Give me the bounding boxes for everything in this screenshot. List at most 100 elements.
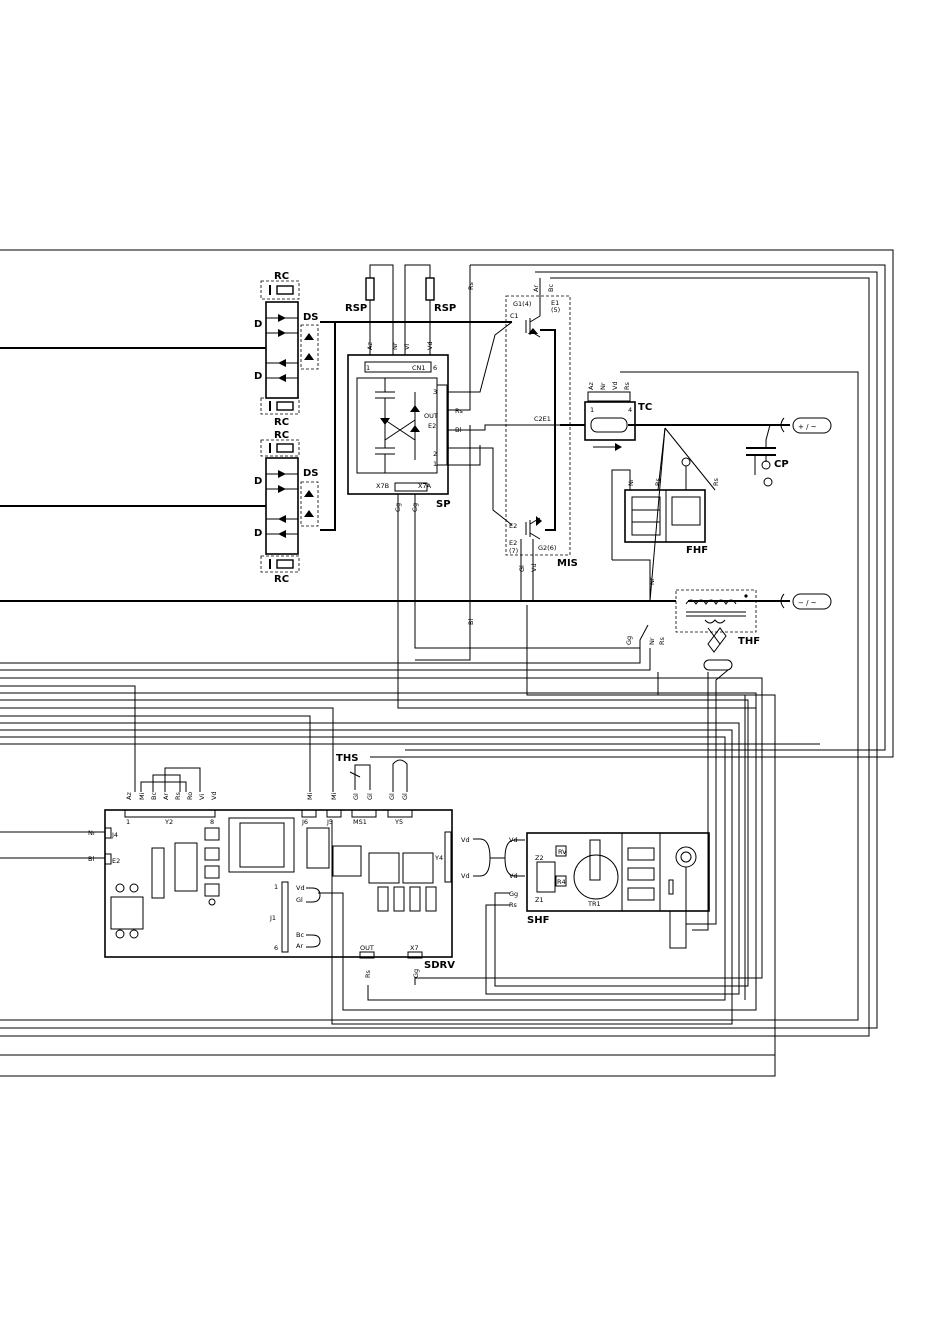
mis-g2: G2(6)	[538, 544, 556, 552]
ms1-gl-1: Gl	[352, 793, 360, 800]
fhf-rs: Rs	[654, 477, 662, 486]
sp-cn1-label: CN1	[412, 364, 426, 372]
j1-gl: Gl	[296, 896, 303, 904]
fhf-label: FHF	[686, 545, 708, 556]
y2-pin8: 8	[210, 818, 214, 826]
e2-label: E2	[112, 857, 120, 865]
d-label-2: D	[254, 371, 262, 382]
sp-pin-3: 3	[433, 388, 437, 396]
sp-pin-vi: Vi	[403, 344, 411, 350]
mis-gl: Gl	[518, 565, 526, 572]
j1-pin6: 6	[274, 944, 278, 952]
sdrv-board: Az Mi Bc Ar Rs Ro Vi Vd 1 Y2 8 Mi J6 Mi …	[88, 759, 525, 978]
y2-pin1: 1	[126, 818, 130, 826]
ds-label-1: DS	[303, 312, 319, 323]
thf-transformer: THF	[675, 589, 760, 671]
sp-cn1-pin6: 6	[433, 364, 437, 372]
e2-bl: Bl	[88, 855, 94, 863]
fhf-filter: Nr Rs Rs FHF	[611, 427, 720, 602]
x7-label: X7	[410, 944, 419, 952]
j5-label: J5	[326, 818, 333, 826]
sp-cn1-pin1: 1	[366, 364, 370, 372]
j1-pin1: 1	[274, 883, 278, 891]
y2-ro: Ro	[186, 792, 194, 800]
ms1-gl-2: Gl	[366, 793, 374, 800]
rc-label-4: RC	[274, 574, 289, 585]
ds-label-2: DS	[303, 468, 319, 479]
y5-gl-2: Gl	[401, 793, 409, 800]
ths-thermostat: THS	[336, 753, 371, 790]
mid-nr-1: Nr	[648, 577, 656, 585]
j1-label: J1	[269, 914, 276, 922]
rsp-label-2: RSP	[434, 303, 456, 314]
sdrv-label: SDRV	[424, 960, 455, 971]
y2-az: Az	[125, 792, 133, 800]
bl-vertical: Bl	[467, 619, 475, 625]
tc-nr: Nr	[599, 382, 607, 390]
shf-board: Vd Vd Gg Rs Z2 Z1 RV R4 TR1 SHF	[509, 669, 729, 949]
sp-pin-out: OUT	[424, 412, 438, 420]
sp-board: 1 CN1 6 Az Nr Vi Vd 3 OUT E2 2 1 Rs Bl	[347, 265, 756, 709]
rc-label-2: RC	[274, 417, 289, 428]
x7-gg: Gg	[412, 969, 420, 978]
mid-nr-2: Nr	[648, 637, 656, 645]
shf-rs: Rs	[509, 901, 518, 909]
mis-c2e1: C2E1	[534, 415, 551, 423]
out-rs: Rs	[364, 969, 372, 978]
d-label-1: D	[254, 319, 262, 330]
y5-gl-1: Gl	[388, 793, 396, 800]
sp-pin-2: 2	[433, 450, 437, 458]
y4-label: Y4	[434, 854, 443, 862]
mis-e2-b: E2	[509, 539, 517, 547]
shf-gg: Gg	[509, 890, 518, 898]
mis-e2-pin: (7)	[509, 547, 518, 555]
harness-wires	[0, 249, 894, 1077]
sp-pin-1: 1	[433, 460, 437, 468]
terminal-minus-label: − / ~	[798, 599, 817, 607]
y2-ar: Ar	[162, 793, 170, 800]
tc-pin4: 4	[628, 406, 632, 414]
j6-mi: Mi	[306, 792, 314, 800]
mis-vd: Vd	[530, 563, 538, 572]
y2-label: Y2	[164, 818, 173, 826]
mis-bc: Bc	[547, 284, 555, 292]
mis-e1: E1	[551, 299, 559, 307]
j4-nr: Nr	[88, 829, 96, 837]
shf-vd-2: Vd	[509, 872, 518, 880]
tc-az: Az	[587, 382, 595, 390]
j1-ar: Ar	[296, 942, 303, 950]
ths-label: THS	[336, 753, 358, 764]
j6-label: J6	[301, 818, 308, 826]
y5-label: Y5	[394, 818, 403, 826]
tc-vd: Vd	[611, 381, 619, 390]
diode-bridge-lower: RC D D DS RC	[254, 430, 319, 585]
thf-label: THF	[738, 636, 760, 647]
fhf-nr: Nr	[627, 478, 635, 486]
mis-g1: G1(4)	[513, 300, 531, 308]
d-label-4: D	[254, 528, 262, 539]
y2-mi: Mi	[138, 792, 146, 800]
shf-vd-1: Vd	[509, 836, 518, 844]
mid-rs: Rs	[658, 636, 666, 645]
shf-rv: RV	[558, 848, 567, 856]
mis-label: MIS	[557, 558, 578, 569]
shf-z1: Z1	[535, 896, 544, 904]
sp-x7b: X7B	[376, 482, 389, 490]
shf-r4: R4	[557, 878, 566, 886]
j4-label: J4	[111, 831, 118, 839]
sp-pin-az: Az	[366, 342, 374, 350]
d-label-3: D	[254, 476, 262, 487]
power-lines	[0, 321, 790, 602]
y4-vd-2: Vd	[461, 872, 470, 880]
rsp-label-1: RSP	[345, 303, 367, 314]
y2-vi: Vi	[198, 794, 206, 800]
y2-rs: Rs	[174, 791, 182, 800]
mis-ar: Ar	[532, 285, 540, 292]
rc-label-1: RC	[274, 271, 289, 282]
tc-pin1: 1	[590, 406, 594, 414]
sp-rs-label: Rs	[455, 407, 464, 415]
rs-top-label: Rs	[467, 281, 475, 290]
out-label: OUT	[360, 944, 374, 952]
tc-rs: Rs	[623, 381, 631, 390]
cp-capacitor: CP	[746, 424, 789, 487]
